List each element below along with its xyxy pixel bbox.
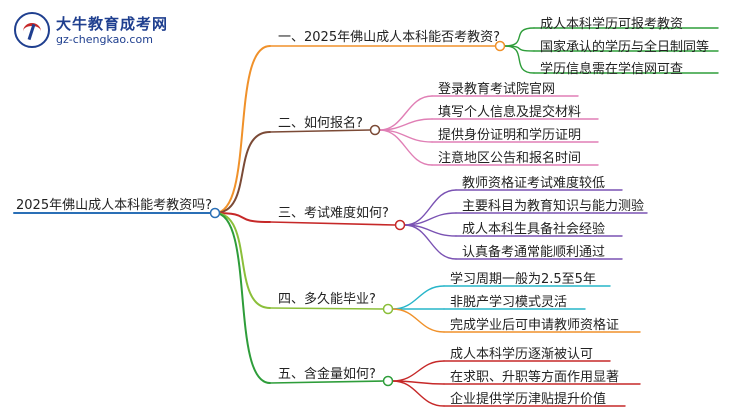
leaf-topic: 提供身份证明和学历证明 [438, 128, 582, 143]
branch-connector [214, 212, 271, 223]
branch-topic: 三、考试难度如何? [278, 206, 389, 221]
leaf-topic: 填写个人信息及提交材料 [438, 105, 582, 120]
leaf-connector [391, 308, 445, 333]
branch-underline [269, 221, 396, 226]
leaf-topic: 完成学业后可申请教师资格证 [450, 318, 620, 333]
branch-collapse-toggle[interactable] [382, 303, 394, 315]
branch-collapse-toggle[interactable] [494, 40, 506, 52]
leaf-connector [503, 27, 535, 47]
branch-topic: 五、含金量如何? [278, 367, 376, 382]
leaf-topic: 成人本科生具备社会经验 [462, 222, 606, 237]
leaf-topic: 学习周期一般为2.5至5年 [450, 272, 596, 287]
leaf-topic: 登录教育考试院官网 [438, 82, 556, 97]
leaf-topic: 成人本科学历逐渐被认可 [450, 347, 594, 362]
logo-mark-icon [14, 12, 50, 48]
branch-connector [214, 212, 271, 384]
leaf-topic: 企业提供学历津贴提升价值 [450, 392, 607, 407]
root-topic: 2025年佛山成人本科能考教资吗? [16, 198, 212, 213]
leaf-connector [503, 45, 535, 74]
leaf-topic: 注意地区公告和报名时间 [438, 151, 582, 166]
branch-topic: 二、如何报名? [278, 116, 363, 131]
branch-underline [269, 129, 371, 133]
leaf-connector [403, 224, 457, 260]
leaf-topic: 学历信息需在学信网可查 [540, 62, 684, 77]
root-collapse-toggle[interactable] [209, 207, 221, 219]
branch-underline [269, 307, 384, 310]
branch-topic: 四、多久能毕业? [278, 292, 376, 307]
leaf-topic: 国家承认的学历与全日制同等 [540, 40, 710, 55]
leaf-connector [378, 129, 433, 166]
branch-connector [214, 212, 271, 309]
site-logo[interactable]: 大牛教育成考网 gz-chengkao.com [14, 12, 194, 52]
logo-url: gz-chengkao.com [56, 33, 153, 46]
branch-underline [269, 380, 384, 384]
leaf-topic: 认真备考通常能顺利通过 [462, 245, 606, 260]
leaf-topic: 成人本科学历可报考教资 [540, 17, 684, 32]
leaf-topic: 非脱产学习模式灵活 [450, 295, 568, 310]
leaf-connector [391, 380, 445, 407]
branch-connector [214, 45, 271, 214]
leaf-topic: 教师资格证考试难度较低 [462, 176, 606, 191]
leaf-topic: 主要科目为教育知识与能力测验 [462, 199, 645, 214]
branch-collapse-toggle[interactable] [369, 124, 381, 136]
branch-collapse-toggle[interactable] [382, 375, 394, 387]
branch-topic: 一、2025年佛山成人本科能否考教资? [278, 30, 500, 45]
logo-name: 大牛教育成考网 [56, 15, 169, 33]
leaf-topic: 在求职、升职等方面作用显著 [450, 370, 620, 385]
leaf-connector [391, 360, 445, 382]
branch-connector [214, 131, 271, 214]
branch-collapse-toggle[interactable] [394, 219, 406, 231]
leaf-connector [391, 285, 445, 310]
